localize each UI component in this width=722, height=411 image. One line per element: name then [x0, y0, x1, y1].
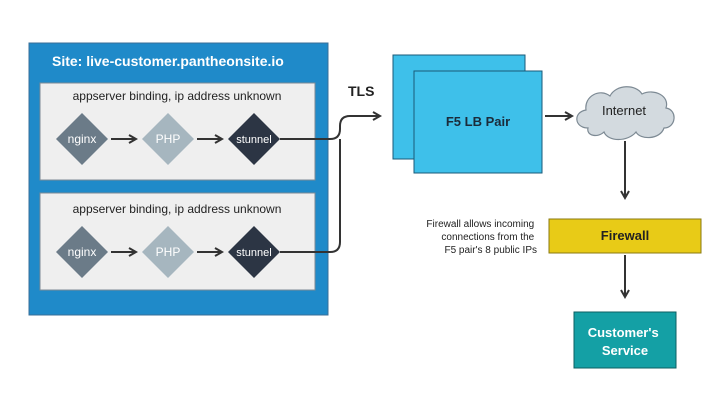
firewall-note-line-1: Firewall allows incoming — [426, 219, 534, 230]
firewall-note-line-3: F5 pair's 8 public IPs — [444, 245, 537, 256]
firewall-note: Firewall allows incoming connections fro… — [426, 219, 537, 256]
tls-label: TLS — [348, 83, 374, 99]
stunnel-diamond — [228, 113, 280, 165]
nginx-diamond — [56, 226, 108, 278]
nginx-label: nginx — [68, 245, 97, 259]
php-diamond — [142, 113, 194, 165]
tls-connector — [280, 116, 380, 140]
stunnel-label: stunnel — [236, 134, 271, 146]
firewall-note-line-2: connections from the — [441, 232, 534, 243]
php-label: PHP — [156, 245, 181, 259]
firewall-label: Firewall — [601, 228, 649, 243]
binding-label: appserver binding, ip address unknown — [73, 89, 282, 103]
php-label: PHP — [156, 132, 181, 146]
appserver-binding-1: appserver binding, ip address unknown ng… — [39, 82, 316, 181]
stunnel-label: stunnel — [236, 247, 271, 259]
customer-service-label: Customer's Service — [588, 325, 663, 358]
site-title: Site: live-customer.pantheonsite.io — [52, 53, 284, 69]
tls-connector-lower — [280, 139, 341, 253]
stunnel-diamond — [228, 226, 280, 278]
appserver-binding-2: appserver binding, ip address unknown ng… — [39, 192, 316, 291]
customer-service-label-line-2: Service — [602, 343, 648, 358]
internet-label: Internet — [602, 103, 646, 118]
f5-label: F5 LB Pair — [446, 114, 510, 129]
binding-label: appserver binding, ip address unknown — [73, 202, 282, 216]
f5-lb-pair: F5 LB Pair — [392, 54, 543, 174]
customer-service-box — [573, 311, 677, 369]
nginx-label: nginx — [68, 132, 97, 146]
internet-cloud-icon — [576, 86, 675, 141]
nginx-diamond — [56, 113, 108, 165]
php-diamond — [142, 226, 194, 278]
customer-service-label-line-1: Customer's — [588, 325, 659, 340]
firewall-box — [548, 218, 702, 254]
f5-front-box — [413, 70, 543, 174]
